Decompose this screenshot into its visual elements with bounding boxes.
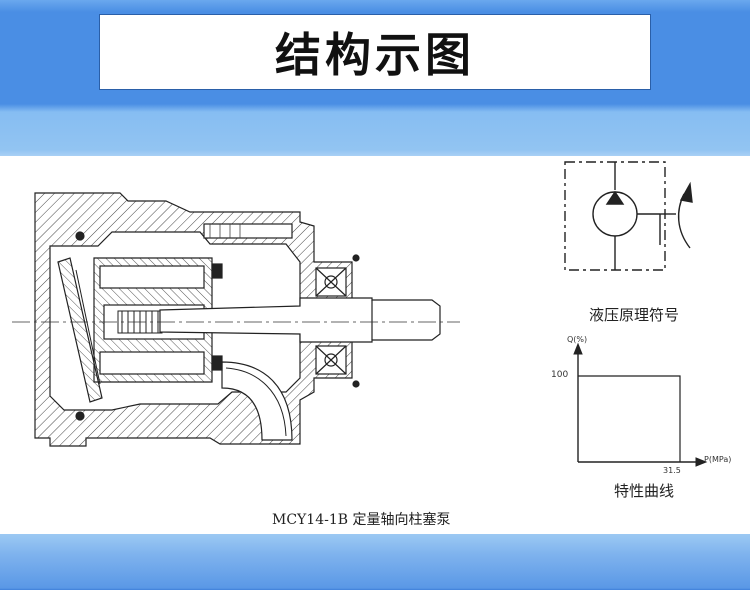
front-bearing-lower [315,345,347,375]
figure-caption: MCY14-1B 定量轴向柱塞泵 [272,512,451,528]
pump-drawing [12,161,708,467]
o-ring [75,411,85,421]
outlet-channel [221,361,293,441]
seal [211,355,223,371]
footer-band [0,534,750,590]
o-ring [352,254,360,262]
symbol-caption: 液压原理符号 [589,306,680,324]
y-tick-label: 100 [551,370,569,380]
page-title: 结构示图 [275,28,475,82]
o-ring [75,231,85,241]
o-ring [352,380,360,388]
characteristic-curve [573,342,708,467]
piston-bore-lower [99,351,205,375]
curve-caption: 特性曲线 [614,482,675,500]
drive-shaft [159,297,441,343]
housing-bolt [203,223,293,239]
piston-bore-upper [99,265,205,289]
x-tick-label: 31.5 [663,466,681,475]
y-axis-label: Q(%) [567,335,588,344]
pump-section-view [34,192,441,447]
pump-arrow-head [605,190,625,205]
front-bearing-upper [315,267,347,297]
title-box: 结构示图 [99,14,651,90]
x-axis-label: P(MPa) [704,455,732,464]
seal [211,263,223,279]
swash-plate [57,257,103,403]
flow-curve [578,375,681,462]
hydraulic-symbol [564,161,693,271]
rotation-arrow [677,193,691,249]
